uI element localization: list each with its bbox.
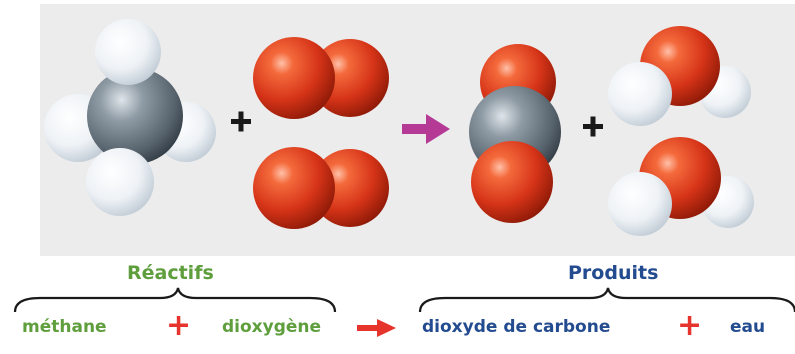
hydrogen-atom [86, 148, 154, 216]
reactants-plus: + [166, 308, 192, 343]
products-title: Produits [568, 262, 659, 284]
carbon-dioxide-label: dioxyde de carbone [422, 317, 611, 337]
red-arrow-icon [357, 319, 396, 337]
plus-sign [583, 116, 603, 137]
plus-sign [231, 111, 251, 132]
dioxygen-molecule [253, 147, 389, 229]
carbon-dioxide-molecule [469, 44, 561, 223]
water-label: eau [730, 317, 766, 337]
hydrogen-atom [95, 19, 161, 85]
oxygen-atom [471, 141, 553, 223]
products-brace [418, 287, 795, 313]
methane-label: méthane [22, 317, 107, 337]
water-molecule [608, 26, 751, 126]
reactants-brace [13, 287, 337, 313]
oxygen-atom [253, 37, 335, 119]
dioxygen-label: dioxygène [222, 317, 322, 337]
water-molecule [608, 137, 754, 236]
dioxygen-molecule [253, 37, 389, 119]
hydrogen-atom [608, 62, 672, 126]
products-plus: + [677, 308, 703, 343]
carbon-atom [87, 68, 183, 164]
oxygen-atom [311, 39, 389, 117]
hydrogen-atom [608, 172, 672, 236]
oxygen-atom [253, 147, 335, 229]
oxygen-atom [311, 149, 389, 227]
magenta-arrow-icon [402, 114, 450, 144]
reactants-title: Réactifs [127, 262, 214, 284]
methane-molecule [44, 19, 216, 216]
